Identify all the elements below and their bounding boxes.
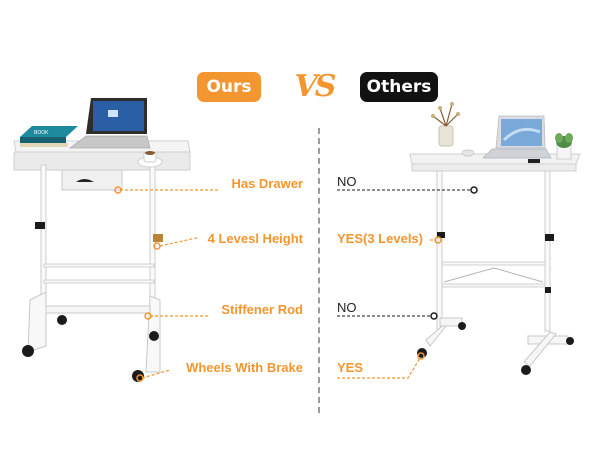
- feature-height-levels: 4 Levesl Height: [207, 231, 303, 246]
- coffee: [145, 151, 155, 155]
- ours-knob-right: [153, 234, 163, 242]
- book-title: BOOK: [34, 130, 49, 136]
- feature-wheels-brake: Wheels With Brake: [186, 360, 303, 375]
- plant-branches: [432, 103, 459, 127]
- others-leader-lines-dark: [337, 189, 470, 317]
- center-divider: [318, 128, 320, 413]
- book-bottom: [20, 143, 68, 147]
- ours-stiffener-rod-2: [43, 279, 155, 284]
- feature-has-drawer: Has Drawer: [231, 176, 303, 191]
- dot-rod: [144, 312, 152, 320]
- others-answer-rod: NO: [337, 300, 357, 315]
- others-leg-right: [523, 331, 557, 367]
- others-laptop-base: [482, 148, 552, 159]
- ours-leg-left: [27, 291, 47, 353]
- others-tabletop-edge: [411, 163, 577, 172]
- leader-height: [159, 237, 198, 247]
- leader-others-wheels: [337, 357, 421, 379]
- others-desk: [409, 102, 581, 375]
- ours-wheel-1: [22, 345, 34, 357]
- ours-wheel-2: [57, 315, 67, 325]
- ours-drawer: [61, 169, 123, 191]
- book-top: [20, 126, 78, 137]
- laptop-screen: [93, 101, 144, 131]
- ours-base-bar: [45, 305, 151, 314]
- others-column-left: [436, 170, 443, 332]
- ours-leader-lines: [120, 189, 220, 379]
- others-answer-height: YES(3 Levels): [337, 231, 423, 246]
- ours-wheel-4: [149, 331, 159, 341]
- vs-label: VS: [294, 68, 337, 104]
- ours-knob-left: [35, 222, 45, 229]
- ours-tabletop-edge: [13, 151, 191, 171]
- feature-stiffener-rod: Stiffener Rod: [221, 302, 303, 317]
- dot-wheels: [136, 374, 144, 382]
- book-spine: [20, 137, 66, 143]
- others-column-right: [544, 170, 551, 332]
- vase: [438, 125, 454, 147]
- dot-height: [153, 242, 161, 250]
- others-badge: Others: [360, 72, 438, 102]
- ours-stiffener-rod-1: [43, 263, 155, 268]
- dot-drawer: [114, 186, 122, 194]
- others-laptop-screen: [501, 119, 542, 146]
- laptop-base: [68, 135, 151, 149]
- others-answer-wheels: YES: [337, 360, 364, 375]
- ours-badge: Ours: [197, 72, 261, 102]
- drawer-handle-icon: [76, 179, 94, 182]
- others-leg-left: [425, 325, 448, 347]
- windows-logo-icon: [108, 110, 118, 117]
- others-answer-drawer: NO: [337, 174, 357, 189]
- ours-desk: BOOK: [13, 98, 191, 382]
